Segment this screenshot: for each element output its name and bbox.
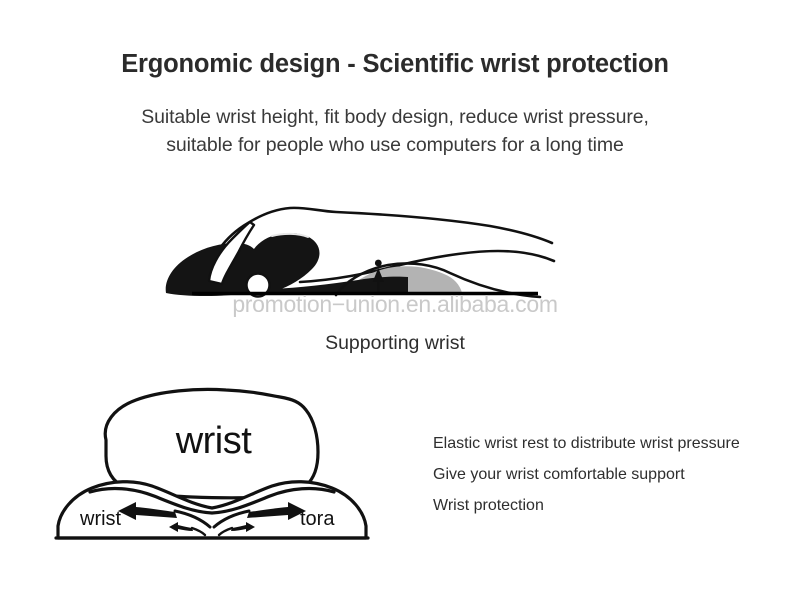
feature-list: Elastic wrist rest to distribute wrist p… (433, 428, 778, 521)
page-title: Ergonomic design - Scientific wrist prot… (121, 50, 669, 78)
pad-label-right: tora (300, 508, 335, 530)
feature-item: Elastic wrist rest to distribute wrist p… (433, 435, 740, 452)
feature-item: Wrist protection (433, 497, 544, 514)
forearm-lower-outline-icon (298, 249, 556, 284)
hand-outline-icon (203, 206, 554, 282)
subtitle-line-1: Suitable wrist height, fit body design, … (141, 106, 649, 128)
feature-item: Give your wrist comfortable support (433, 466, 685, 483)
mouse-button-seam (271, 232, 309, 238)
supporting-wrist-caption: Supporting wrist (325, 332, 465, 354)
index-finger-shape (207, 220, 256, 286)
pad-label-left: wrist (80, 508, 122, 530)
support-arrow-icon (372, 259, 384, 295)
wrist-pressure-diagram (40, 380, 400, 555)
subtitle-line-2: suitable for people who use computers fo… (166, 134, 624, 156)
hand-on-mouse-illustration (150, 185, 630, 315)
wrist-pad-shape (56, 480, 368, 540)
small-arrow-right-icon (217, 522, 255, 537)
large-arrow-right-icon (212, 502, 306, 529)
small-arrow-left-icon (169, 522, 207, 537)
wrist-pad-depression-contour (88, 486, 336, 515)
mouse-silhouette-icon (165, 233, 408, 296)
mouse-wheel-circle (245, 272, 271, 298)
large-arrow-left-icon (118, 502, 212, 529)
wrist-blob-label: wrist (175, 420, 252, 462)
page-subtitle: Suitable wrist height, fit body design, … (0, 103, 790, 159)
wrist-rest-contour (334, 262, 542, 299)
